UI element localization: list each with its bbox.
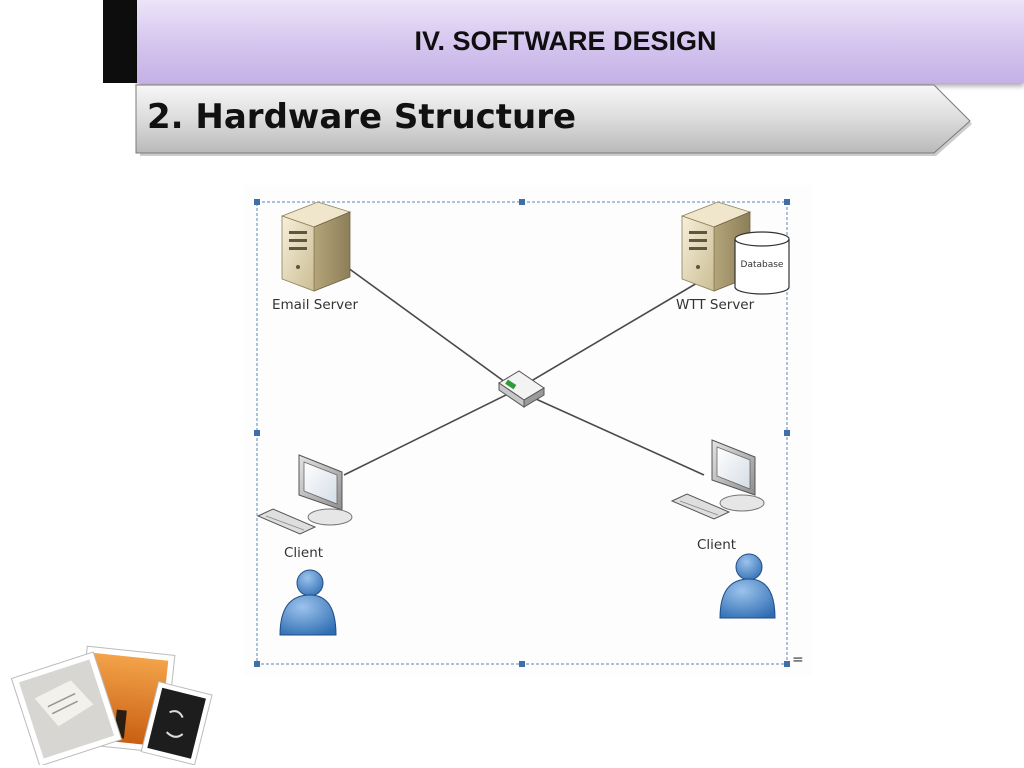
wtt-server-label: WTT Server [676,297,755,313]
database-icon [734,231,790,295]
database-label: Database [741,260,784,270]
slide-subtitle: 2. Hardware Structure [147,97,577,137]
hardware-diagram: Email Server WTT Server Database C [254,199,804,668]
header-black-tab [103,0,137,83]
email-server-icon [280,201,352,292]
monitor-icon [298,454,353,526]
client-right-label: Client [697,537,736,553]
user-right-icon [719,553,776,619]
diagram-marker: = [792,652,804,668]
user-left-icon [279,569,337,636]
client-right-computer [670,439,765,520]
selection-handles [254,199,790,667]
keyboard-icon [670,493,731,520]
monitor-icon [711,439,765,512]
photo-stack-icon [10,645,213,765]
header-band: IV. SOFTWARE DESIGN [137,0,1024,83]
network-switch-icon [498,370,545,408]
client-left-computer [256,454,353,535]
section-title: IV. SOFTWARE DESIGN [414,26,717,56]
network-links [343,264,715,476]
client-left-label: Client [284,545,323,561]
subtitle-arrow-shape [135,84,972,156]
email-server-label: Email Server [272,297,358,313]
keyboard-icon [256,508,317,535]
